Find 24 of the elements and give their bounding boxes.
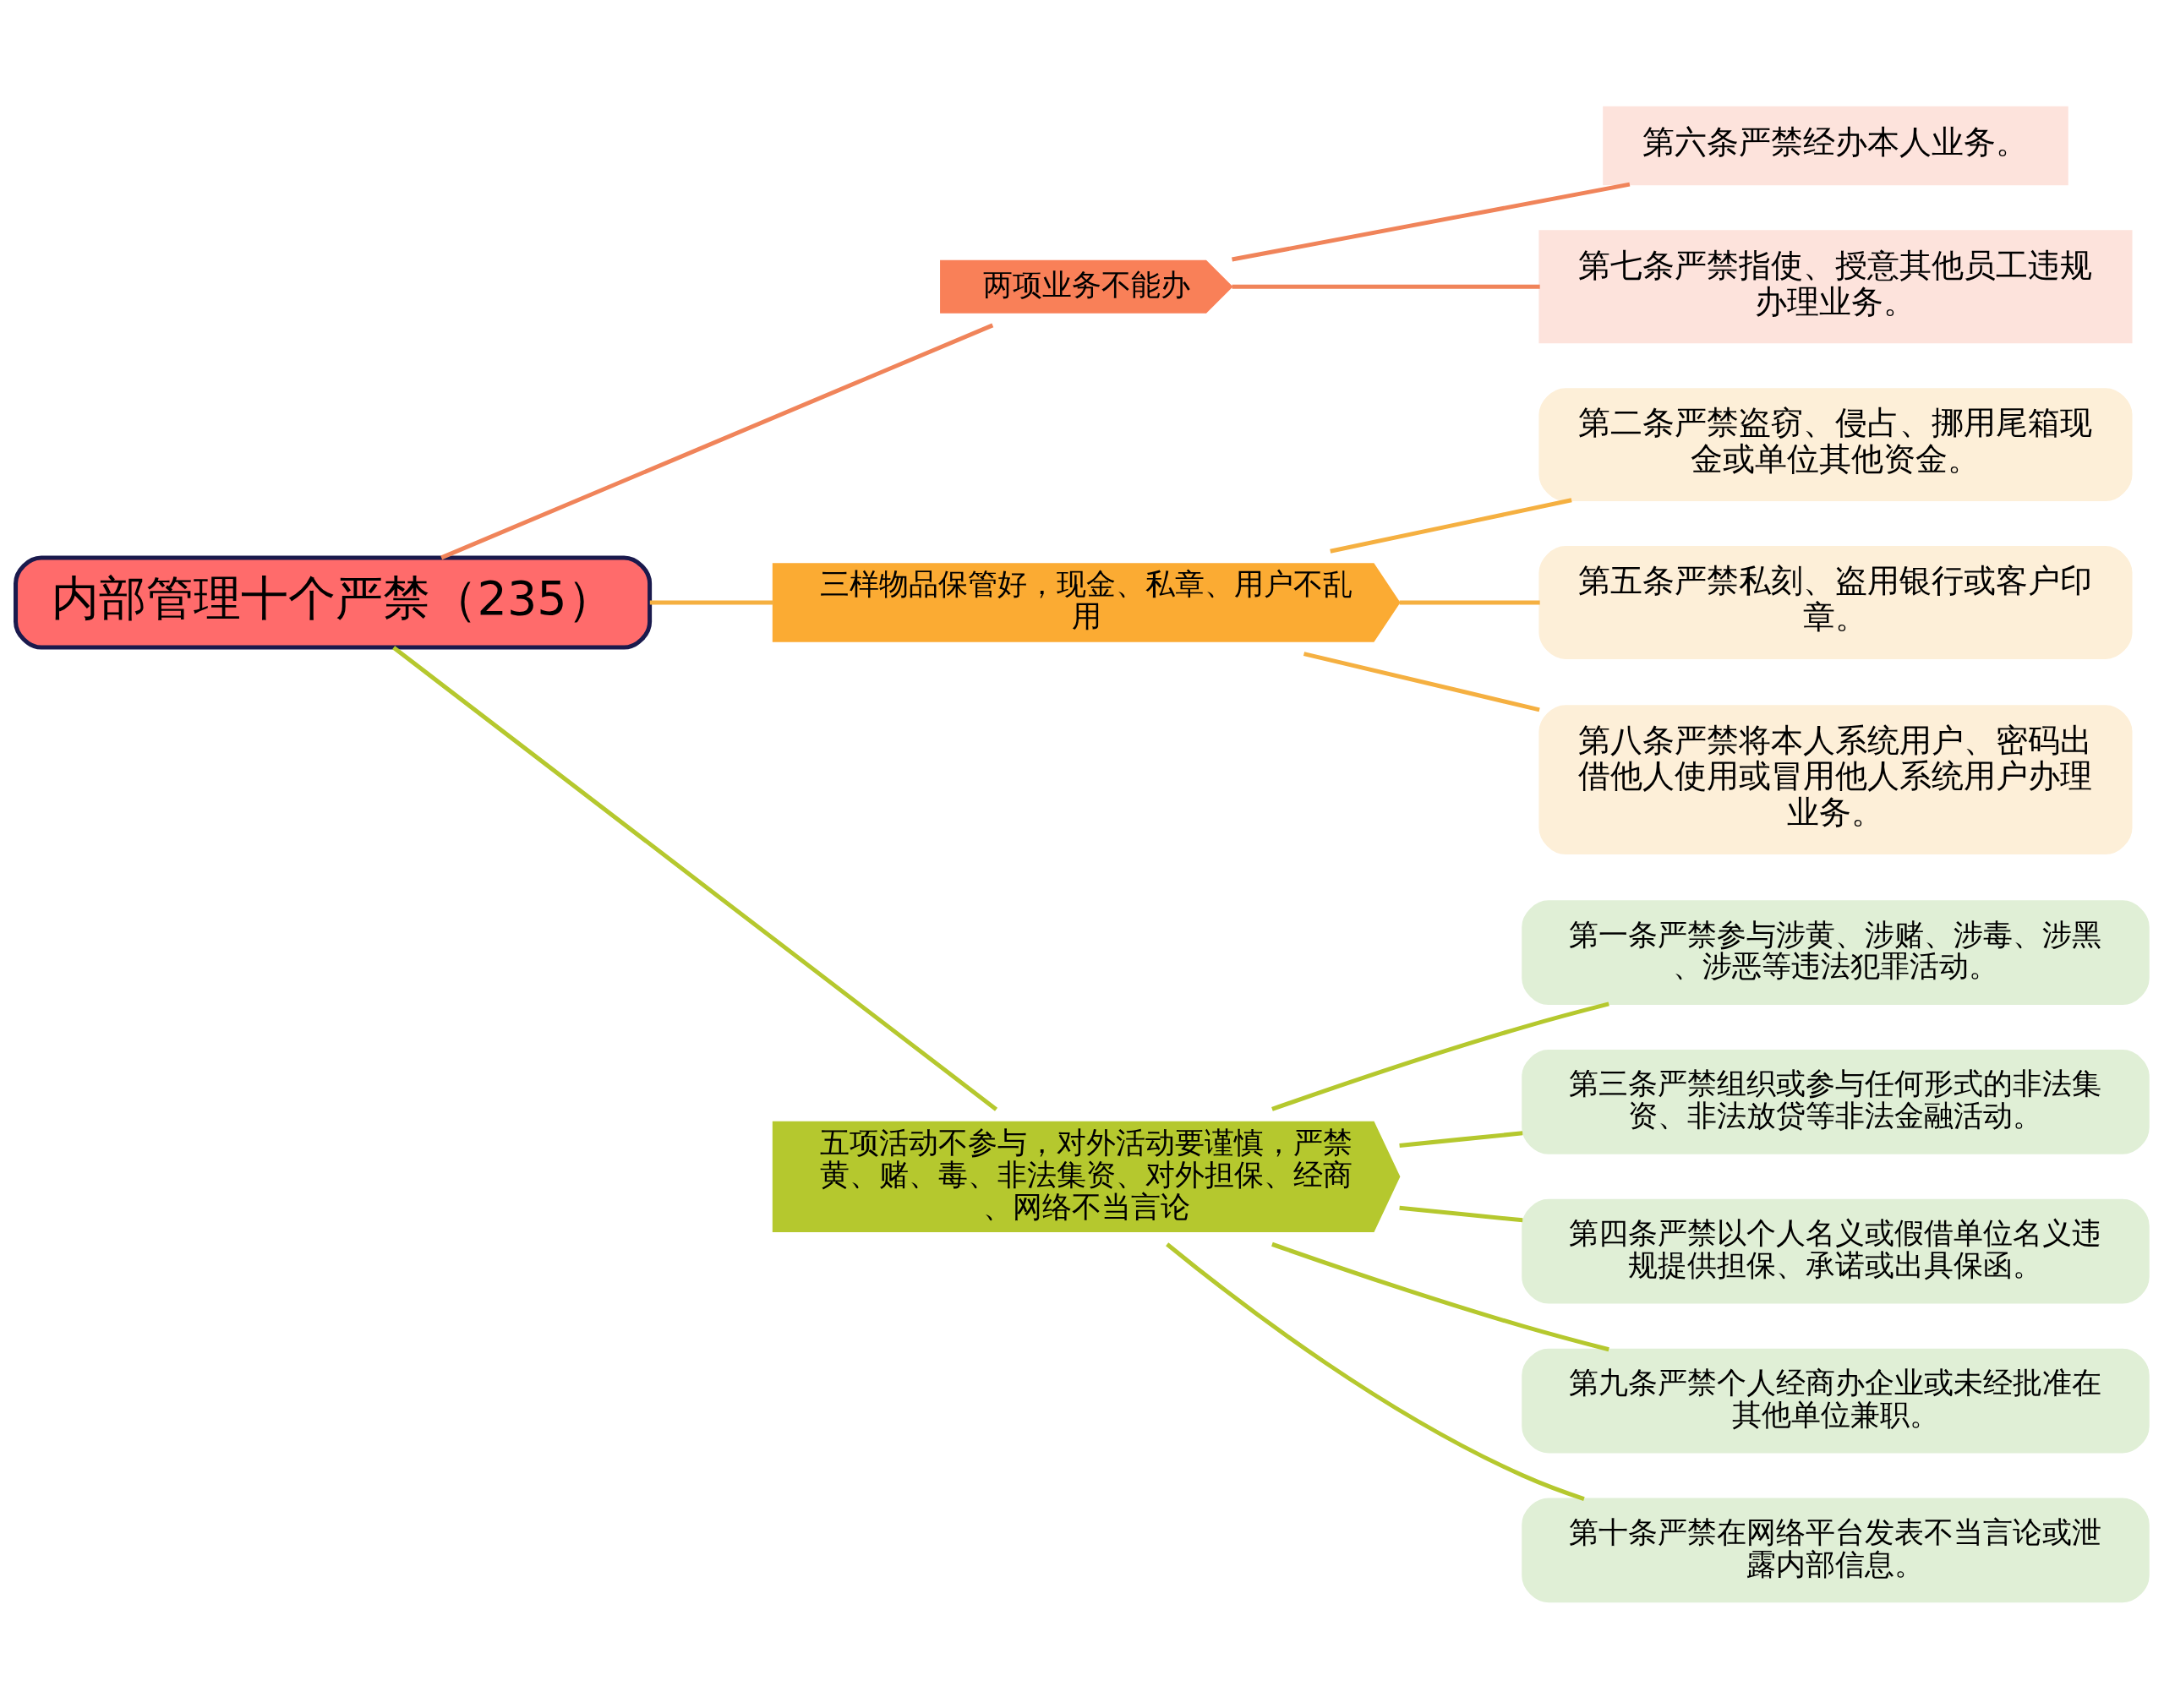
node-box: 第二条严禁盗窃、侵占、挪用尾箱现金或单位其他资金。: [1538, 387, 2133, 501]
node-box: 第四条严禁以个人名义或假借单位名义违规提供担保、承诺或出具保函。: [1522, 1198, 2150, 1304]
connector: [1399, 1205, 1523, 1222]
node-box: 内部管理十个严禁（235）: [14, 554, 653, 650]
node-box: 第三条严禁组织或参与任何形式的非法集资、非法放贷等非法金融活动。: [1522, 1049, 2150, 1154]
connector: [1399, 1130, 1523, 1148]
connector: [1166, 1241, 1585, 1501]
connector: [440, 323, 994, 559]
connector: [392, 645, 998, 1111]
connector: [1303, 651, 1540, 712]
connector: [1232, 284, 1540, 289]
connector: [649, 599, 773, 605]
connector: [1330, 497, 1572, 554]
connector: [1271, 1241, 1609, 1351]
node-box: 第九条严禁个人经商办企业或未经批准在其他单位兼职。: [1522, 1348, 2150, 1453]
node-box: 第八条严禁将本人系统用户、密码出借他人使用或冒用他人系统用户办理业务。: [1538, 704, 2133, 854]
node-box: 第五条严禁私刻、盗用银行或客户印章。: [1538, 545, 2133, 659]
connector: [1232, 182, 1631, 262]
connector: [1271, 1001, 1609, 1111]
node-box: 第六条严禁经办本人业务。: [1603, 106, 2068, 185]
node-box: 第七条严禁指使、授意其他员工违规办理业务。: [1538, 229, 2133, 343]
node-box: 第十条严禁在网络平台发表不当言论或泄露内部信息。: [1522, 1497, 2150, 1602]
node-box: 第一条严禁参与涉黄、涉赌、涉毒、涉黑、涉恶等违法犯罪活动。: [1522, 899, 2150, 1005]
connector: [1399, 599, 1540, 605]
